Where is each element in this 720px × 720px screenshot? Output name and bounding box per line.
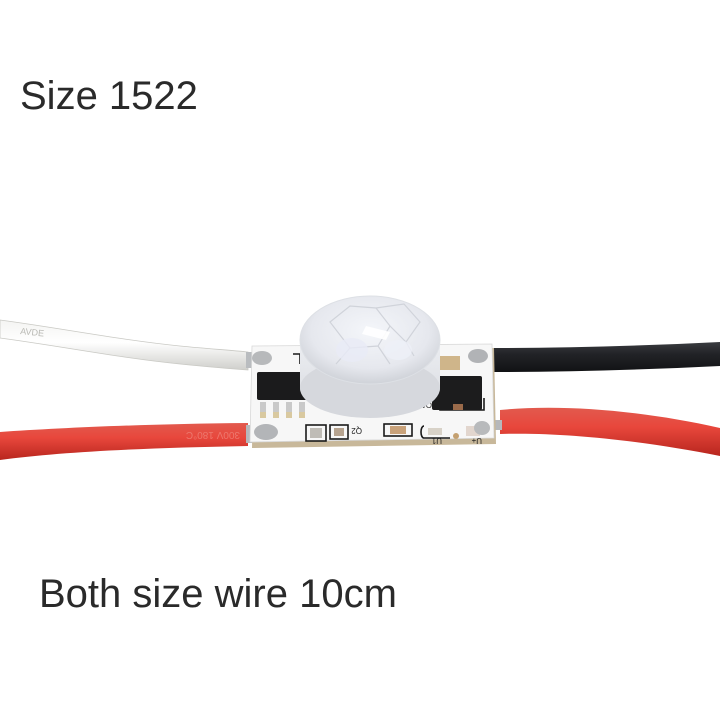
red-wire-left: 300V 180°C [0, 423, 260, 460]
svg-text:U1: U1 [431, 436, 442, 445]
svg-text:300V 180°C: 300V 180°C [186, 429, 240, 440]
wire-length-caption: Both size wire 10cm [39, 572, 397, 616]
pir-lens [299, 295, 441, 418]
transistor-right [432, 356, 482, 410]
black-wire [478, 342, 720, 372]
svg-text:Q2: Q2 [351, 426, 362, 435]
svg-text:U+: U+ [471, 436, 482, 445]
svg-text:AVDE: AVDE [20, 326, 45, 338]
size-title: Size 1522 [20, 74, 198, 118]
white-wire: AVDE [0, 319, 256, 371]
red-wire-right [486, 407, 720, 456]
ic-chip-left [257, 372, 313, 418]
